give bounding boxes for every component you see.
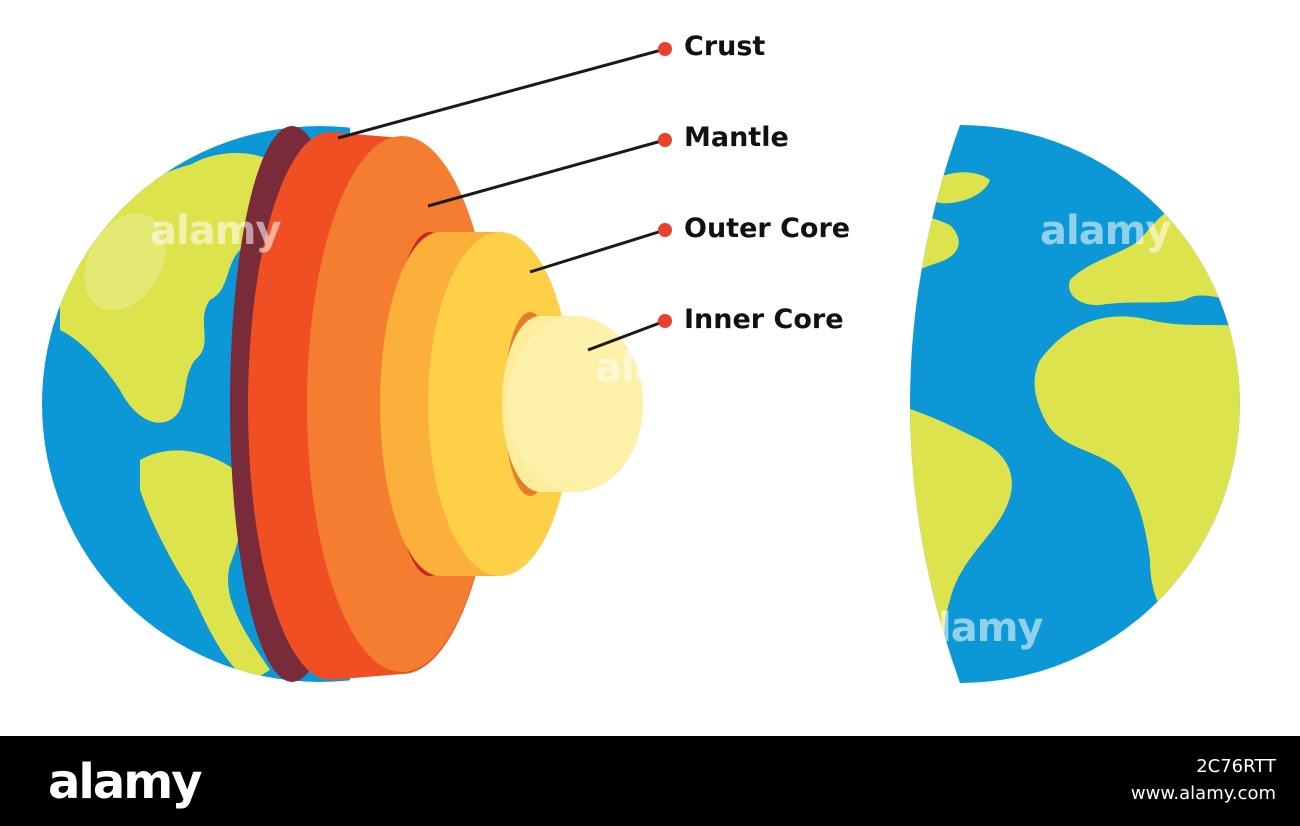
- watermark-text: alamy: [1040, 208, 1171, 254]
- pointer-line-crust: [337, 47, 666, 140]
- footer-logo: alamy: [48, 754, 203, 810]
- glare-highlight: [84, 213, 166, 311]
- pointer-line-mantle: [427, 138, 666, 208]
- footer-bar: alamy 2C76RTT www.alamy.com: [0, 736, 1300, 826]
- pointer-line-inner-core: [587, 319, 666, 352]
- label-mantle: Mantle: [684, 122, 789, 153]
- pointer-dot-crust: [658, 42, 672, 56]
- pointer-dot-inner-core: [658, 314, 672, 328]
- continent-south-america-right: [910, 400, 1012, 683]
- continent-north-america: [60, 157, 300, 423]
- pointer-line-outer-core: [529, 228, 666, 274]
- footer-image-id: 2C76RTT: [1196, 756, 1276, 777]
- diagram-canvas: [42, 42, 1240, 683]
- inner-core-sphere: [507, 316, 643, 492]
- continent-greenland: [190, 153, 270, 184]
- continent-north-america-right: [910, 211, 959, 310]
- footer-url: www.alamy.com: [1130, 783, 1276, 804]
- left-earth-hemisphere: [42, 126, 643, 682]
- watermark-text: alamy: [150, 208, 281, 254]
- label-outer-core: Outer Core: [684, 213, 851, 244]
- earth-structure-diagram: Crust Mantle Outer Core Inner Core alamy…: [42, 31, 1240, 683]
- layer-pointers: [337, 42, 672, 352]
- continent-africa: [1034, 316, 1240, 620]
- label-crust: Crust: [684, 31, 766, 62]
- watermark-text: alamy: [912, 605, 1043, 651]
- label-inner-core: Inner Core: [684, 304, 844, 335]
- watermark-text: alamy: [595, 345, 726, 391]
- pointer-dot-outer-core: [658, 223, 672, 237]
- pointer-dot-mantle: [658, 133, 672, 147]
